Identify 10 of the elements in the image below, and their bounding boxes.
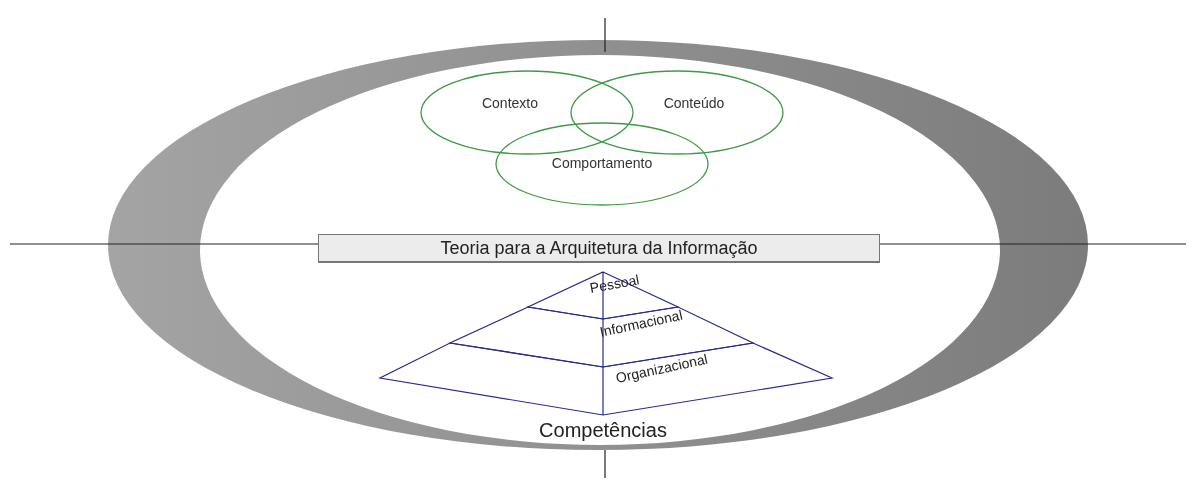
title-box: Teoria para a Arquitetura da Informação bbox=[318, 234, 880, 263]
circle-label: Conteúdo bbox=[662, 94, 726, 112]
venn-circle bbox=[570, 70, 784, 155]
venn-circle bbox=[495, 122, 709, 206]
circle-label: Comportamento bbox=[550, 154, 654, 172]
venn-circle bbox=[420, 70, 634, 155]
circle-label: Contexto bbox=[480, 94, 539, 112]
tier-label: Pessoal bbox=[588, 271, 641, 296]
pyramid-tier bbox=[380, 343, 832, 415]
caption-label: Competências bbox=[538, 418, 668, 442]
